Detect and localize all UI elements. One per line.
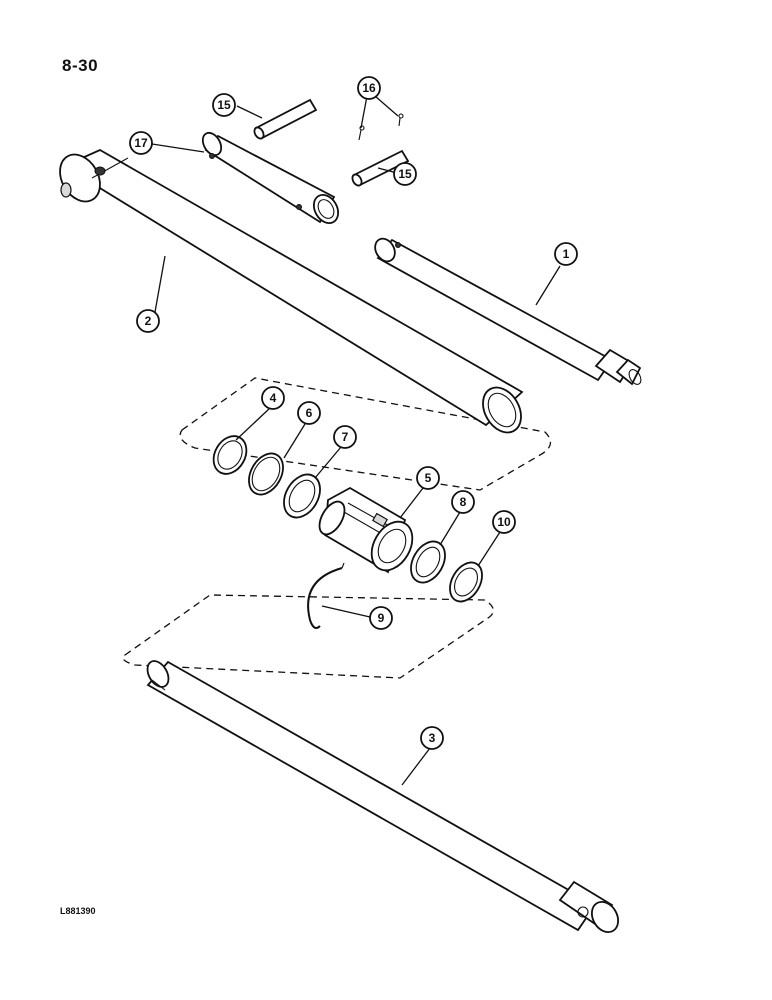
- callout-8: 8: [451, 490, 475, 514]
- callout-10: 10: [492, 510, 516, 534]
- callout-15-upper: 15: [212, 93, 236, 117]
- dashed-group-outline-lower: [122, 594, 494, 679]
- callout-15-right: 15: [393, 162, 417, 186]
- svg-text:8: 8: [460, 495, 467, 509]
- svg-text:9: 9: [378, 611, 385, 625]
- svg-text:2: 2: [145, 314, 152, 328]
- callout-17: 17: [129, 131, 153, 155]
- piston: [318, 486, 414, 574]
- callout-5: 5: [416, 466, 440, 490]
- snap-ring: [307, 562, 345, 629]
- ring-10: [449, 561, 483, 603]
- svg-text:4: 4: [270, 391, 277, 405]
- dashed-group-outline-upper: [179, 377, 552, 491]
- leader-lines: [151, 95, 561, 786]
- svg-text:3: 3: [429, 731, 436, 745]
- svg-text:15: 15: [398, 167, 412, 181]
- pin-upper-left: [253, 98, 318, 140]
- callout-6: 6: [297, 401, 321, 425]
- callout-3: 3: [420, 726, 444, 750]
- callout-4: 4: [261, 386, 285, 410]
- callout-7: 7: [333, 425, 357, 449]
- page-number: 8-30: [62, 56, 99, 75]
- pin-right: [351, 149, 410, 187]
- svg-text:5: 5: [425, 471, 432, 485]
- piston-rod-upper: [374, 237, 642, 386]
- svg-text:1: 1: [563, 247, 570, 261]
- svg-text:10: 10: [497, 515, 511, 529]
- svg-text:17: 17: [134, 136, 148, 150]
- svg-text:7: 7: [342, 430, 349, 444]
- figure-code: L881390: [60, 906, 96, 916]
- svg-text:16: 16: [362, 81, 376, 95]
- cylinder-barrel: [59, 148, 524, 434]
- ring-8: [410, 540, 446, 584]
- ring-6: [248, 452, 284, 496]
- callout-16: 16: [357, 76, 381, 100]
- cotter-pins: [358, 113, 404, 141]
- callout-1: 1: [554, 242, 578, 266]
- svg-text:6: 6: [306, 406, 313, 420]
- callout-9: 9: [369, 606, 393, 630]
- callout-2: 2: [136, 309, 160, 333]
- ring-4: [212, 435, 248, 475]
- svg-text:15: 15: [217, 98, 231, 112]
- piston-rod-lower: [146, 660, 620, 933]
- seal-7: [283, 473, 321, 519]
- sleeve: [201, 131, 340, 225]
